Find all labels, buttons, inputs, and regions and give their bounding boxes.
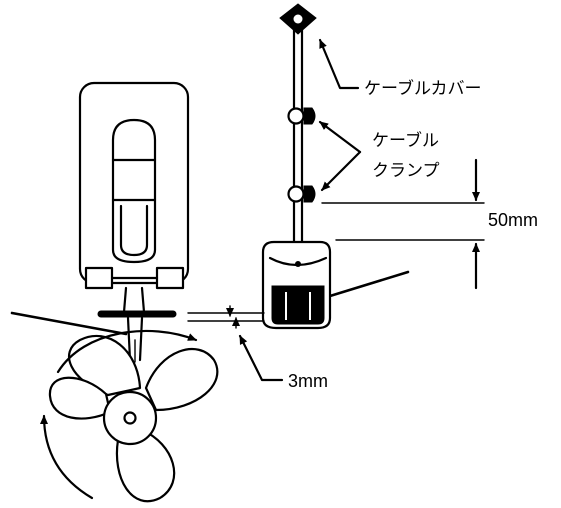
cable-clamp-leader-upper <box>318 120 362 154</box>
mounting-bracket <box>84 266 114 290</box>
drive-column <box>111 118 157 264</box>
propeller-hub <box>102 390 158 446</box>
cable-cover-leader <box>318 38 360 90</box>
cable-assembly <box>261 3 332 330</box>
propeller-hub-center <box>123 411 137 425</box>
label-gap-distance: 3mm <box>288 371 328 391</box>
propeller-blade-right <box>144 348 219 412</box>
rotation-arrow-upper <box>56 329 198 374</box>
label-cable-clamp-1: ケーブル <box>372 130 439 151</box>
label-cable-clamp-2: クランプ <box>372 161 440 181</box>
gap-leader <box>238 334 284 382</box>
cavitation-plate <box>97 310 177 318</box>
cable-clamp-lower <box>287 185 316 203</box>
label-height-distance: 50mm <box>488 210 538 230</box>
propeller-blade-left <box>48 376 112 420</box>
label-cable-cover: ケーブルカバー <box>364 78 481 99</box>
outboard-motor <box>10 81 410 363</box>
rotation-arrow-lower <box>40 414 94 500</box>
propeller <box>40 329 219 503</box>
gap-indicator <box>187 305 284 382</box>
propeller-blade-top <box>68 334 142 397</box>
propeller-blade-bottom <box>115 428 176 503</box>
cable-clamp-upper <box>287 107 316 125</box>
height-dimension <box>321 158 485 290</box>
cable-clamp-leader-lower <box>320 150 362 192</box>
hull-line <box>10 311 128 336</box>
